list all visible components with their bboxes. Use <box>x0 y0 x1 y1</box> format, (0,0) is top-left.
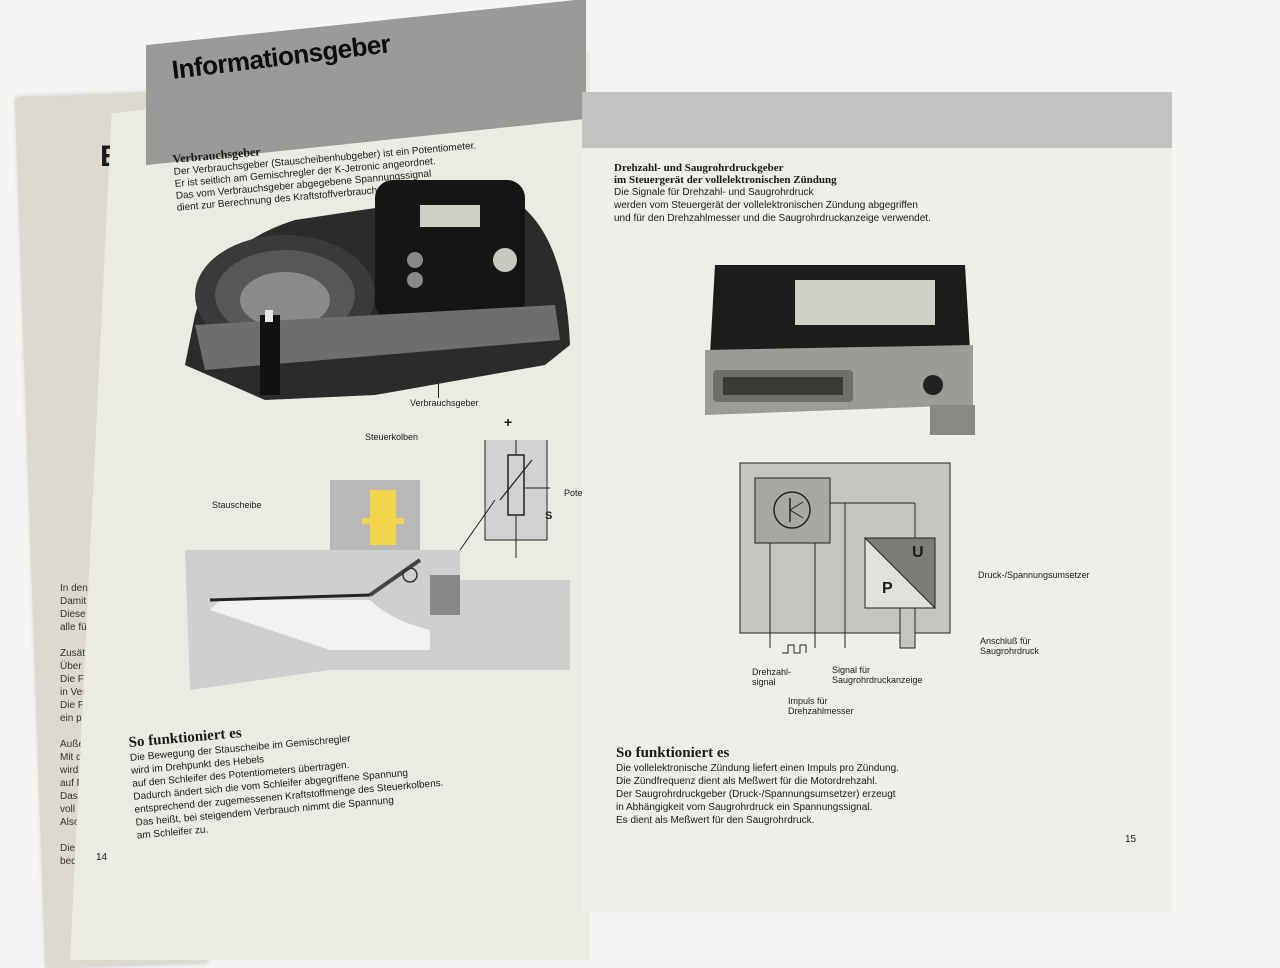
right-how-line: Die Zündfrequenz dient als Meßwert für d… <box>616 776 878 787</box>
right-how-line: Die vollelektronische Zündung liefert ei… <box>616 763 899 774</box>
signal-label-2: Saugrohrdruckanzeige <box>832 675 923 685</box>
impuls-label-2: Drehzahlmesser <box>788 706 854 716</box>
steuerkolben-label: Steuerkolben <box>365 432 419 442</box>
right-intro-text: Die Signale für Drehzahl- und Saugrohrdr… <box>614 186 931 225</box>
signal-label-1: Signal für <box>832 665 871 675</box>
photo-nameplate <box>420 205 480 227</box>
stauscheibe-label: Stauscheibe <box>212 500 262 510</box>
right-intro: Drehzahl- und Saugrohrdruckgeber im Steu… <box>614 162 931 225</box>
zuendung-block-diagram <box>739 462 951 654</box>
drehzahl-label-2: signal <box>752 677 776 687</box>
right-header-banner <box>582 92 1172 148</box>
photo-caption: Verbrauchsgeber <box>410 398 479 408</box>
anschluss-label-1: Anschluß für <box>980 636 1031 646</box>
underlying-text-line: Zusätzlic <box>60 648 100 659</box>
anschluss-label-2: Saugrohrdruck <box>980 646 1040 656</box>
underlying-text-line: Die Funkt <box>60 700 103 711</box>
underlying-text-line: Diese neu <box>60 609 106 620</box>
right-how-section: So funktioniert es Die vollelektronische… <box>616 745 899 827</box>
right-how-line: Es dient als Meßwert für den Saugrohrdru… <box>616 815 815 826</box>
steuergeraet-nameplate <box>795 280 935 325</box>
right-intro-line: und für den Drehzahlmesser und die Saugr… <box>614 213 931 224</box>
underlying-text-line: Die Funkt <box>60 674 103 685</box>
right-how-line: in Abhängigkeit vom Saugrohrdruck ein Sp… <box>616 802 873 813</box>
underlying-text-line: ein planv <box>60 713 101 724</box>
plus-label: + <box>504 414 513 430</box>
right-how-line: Der Saugrohrdruckgeber (Druck-/Spannungs… <box>616 789 896 800</box>
right-section-title-1: Drehzahl- und Saugrohrdruckgeber <box>614 162 784 174</box>
s-label: S <box>545 510 553 522</box>
u-label: U <box>912 544 924 561</box>
underlying-text-line: In den Au <box>60 583 103 594</box>
right-intro-line: Die Signale für Drehzahl- und Saugrohrdr… <box>614 187 814 198</box>
umsetzer-label: Druck-/Spannungsumsetzer <box>978 570 1090 580</box>
cross-section-diagram <box>185 440 570 690</box>
poten-label: Poten <box>564 488 588 498</box>
right-intro-line: werden vom Steuergerät der vollelektroni… <box>614 200 918 211</box>
right-how-title: So funktioniert es <box>616 745 730 761</box>
drehzahl-label-1: Drehzahl- <box>752 667 792 677</box>
verbrauchsgeber-photo <box>185 180 570 400</box>
underlying-text-line: Damit beg <box>60 596 106 607</box>
underlying-text-line: in Verbind <box>60 687 105 698</box>
p-label: P <box>882 580 893 597</box>
left-page-number: 14 <box>96 852 108 863</box>
underlying-text-line: Über den <box>60 661 102 672</box>
steuergeraet-photo <box>705 265 975 435</box>
impuls-label-1: Impuls für <box>788 696 828 706</box>
right-section-title-2: im Steuergerät der vollelektronischen Zü… <box>614 174 837 186</box>
right-how-text: Die vollelektronische Zündung liefert ei… <box>616 762 899 827</box>
steuerkolben-highlight <box>370 490 396 545</box>
underlying-text-line: alle für de <box>60 622 104 633</box>
right-page-number: 15 <box>1125 834 1137 845</box>
